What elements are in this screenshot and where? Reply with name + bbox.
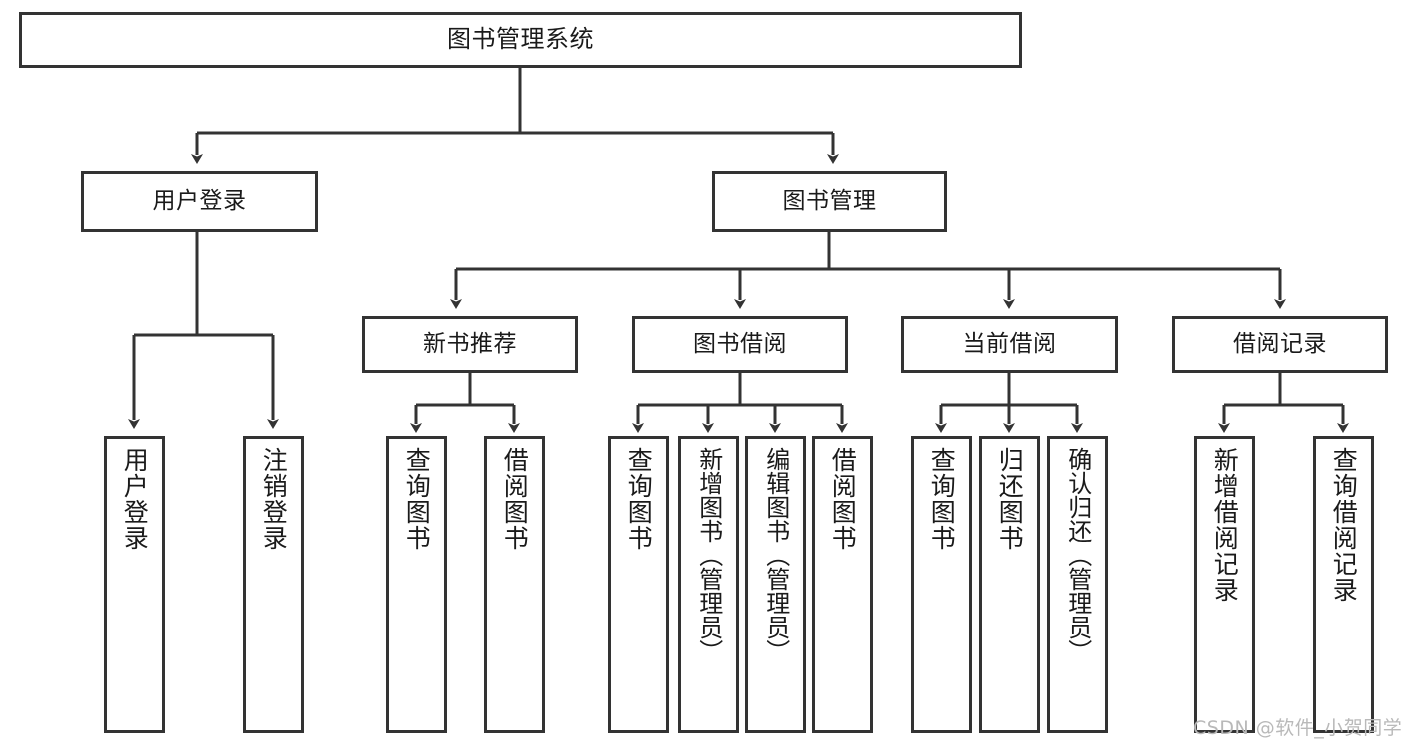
node-label: 新增借阅记录 bbox=[1210, 447, 1240, 603]
node-label: 查询图书 bbox=[624, 447, 654, 551]
node-label: 编辑图书（管理员） bbox=[761, 447, 790, 663]
node-label: 图书借阅 bbox=[693, 331, 787, 358]
leaf-add-book-admin[interactable]: 新增图书（管理员） bbox=[678, 436, 739, 733]
node-book-management[interactable]: 图书管理 bbox=[712, 171, 947, 232]
node-label: 查询借阅记录 bbox=[1329, 447, 1359, 603]
node-label: 新书推荐 bbox=[423, 331, 517, 358]
node-borrow-record[interactable]: 借阅记录 bbox=[1172, 316, 1388, 373]
node-label: 借阅图书 bbox=[500, 447, 530, 551]
node-current-borrow[interactable]: 当前借阅 bbox=[901, 316, 1118, 373]
node-label: 用户登录 bbox=[152, 188, 247, 215]
leaf-logout-login[interactable]: 注销登录 bbox=[243, 436, 304, 733]
leaf-user-login[interactable]: 用户登录 bbox=[104, 436, 165, 733]
node-label: 借阅记录 bbox=[1233, 331, 1327, 358]
leaf-query-book-recommend[interactable]: 查询图书 bbox=[386, 436, 447, 733]
node-label: 确认归还（管理员） bbox=[1063, 447, 1092, 663]
leaf-confirm-return-admin[interactable]: 确认归还（管理员） bbox=[1047, 436, 1108, 733]
node-label: 图书管理系统 bbox=[447, 25, 594, 54]
leaf-return-book[interactable]: 归还图书 bbox=[979, 436, 1040, 733]
node-label: 新增图书（管理员） bbox=[694, 447, 723, 663]
leaf-edit-book-admin[interactable]: 编辑图书（管理员） bbox=[745, 436, 806, 733]
leaf-query-book-borrow[interactable]: 查询图书 bbox=[608, 436, 669, 733]
node-label: 注销登录 bbox=[259, 447, 289, 551]
node-book-borrow[interactable]: 图书借阅 bbox=[632, 316, 848, 373]
node-user-login[interactable]: 用户登录 bbox=[81, 171, 318, 232]
leaf-add-borrow-record[interactable]: 新增借阅记录 bbox=[1194, 436, 1255, 733]
node-label: 查询图书 bbox=[927, 447, 957, 551]
leaf-borrow-book-recommend[interactable]: 借阅图书 bbox=[484, 436, 545, 733]
node-label: 当前借阅 bbox=[962, 331, 1057, 358]
node-label: 图书管理 bbox=[782, 188, 877, 215]
node-root-book-management-system[interactable]: 图书管理系统 bbox=[19, 12, 1022, 68]
node-new-book-recommend[interactable]: 新书推荐 bbox=[362, 316, 578, 373]
node-label: 归还图书 bbox=[995, 447, 1025, 551]
leaf-borrow-book[interactable]: 借阅图书 bbox=[812, 436, 873, 733]
node-label: 借阅图书 bbox=[828, 447, 858, 551]
leaf-query-borrow-record[interactable]: 查询借阅记录 bbox=[1313, 436, 1374, 733]
leaf-query-book-current[interactable]: 查询图书 bbox=[911, 436, 972, 733]
node-label: 查询图书 bbox=[402, 447, 432, 551]
node-label: 用户登录 bbox=[120, 447, 150, 551]
csdn-watermark: CSDN @软件_小贺同学 bbox=[1193, 717, 1403, 739]
